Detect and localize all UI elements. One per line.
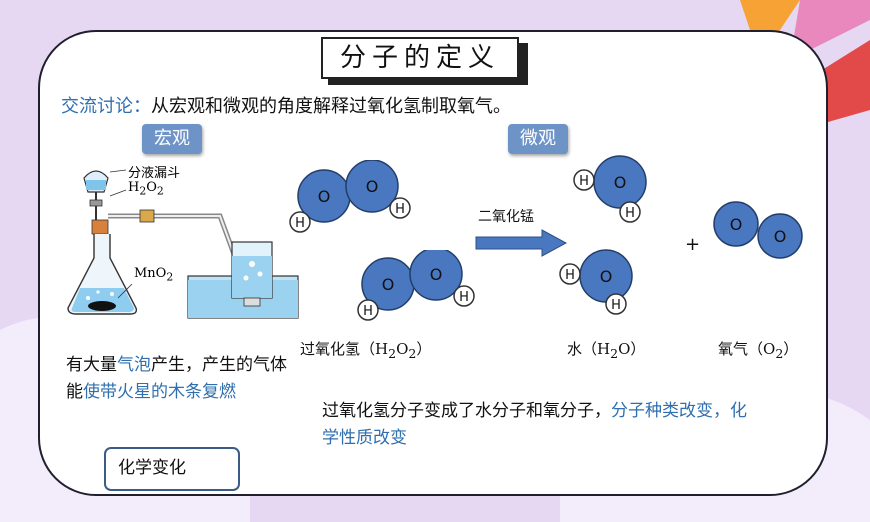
water-molecule-1: O H H [573, 155, 647, 223]
hydrogen-symbol: H [395, 202, 405, 217]
discussion-question: 交流讨论：从宏观和微观的角度解释过氧化氢制取氧气。 [61, 92, 511, 118]
oxygen-atom [757, 213, 803, 259]
chemical-change-box: 化学变化 [104, 447, 240, 491]
funnel-label: 分液漏斗 [128, 166, 181, 181]
hydrogen-atom [289, 211, 311, 233]
hydrogen-symbol: H [625, 206, 635, 221]
catalyst-label: 二氧化锰 [478, 209, 534, 225]
question-prefix: 交流讨论： [61, 96, 151, 117]
micro-explanation-text: 过氧化氢分子变成了水分子和氧分子，分子种类改变，化学性质改变 [322, 401, 747, 448]
oxygen-symbol: O [318, 187, 331, 206]
h2o2-label: H2O2 [128, 180, 164, 198]
hydrogen-symbol: H [363, 304, 373, 319]
hydrogen-symbol: H [565, 268, 575, 283]
oxygen-atom [409, 250, 463, 301]
hydrogen-atom [389, 197, 411, 219]
oxygen-symbol: O [774, 227, 787, 246]
micro-label: 微观 [508, 124, 568, 154]
water-molecule-2: O H H [559, 249, 633, 315]
oxygen-atom [713, 201, 759, 247]
h2o2-molecule-2: O O H H [357, 250, 475, 321]
h2o2-molecule-1: O O H H [289, 160, 411, 233]
hydrogen-atom [573, 169, 595, 191]
water-name-label: 水（H2O） [567, 340, 646, 361]
hydrogen-symbol: H [459, 290, 469, 305]
hydrogen-symbol: H [295, 216, 305, 231]
hydrogen-atom [453, 285, 475, 307]
oxygen-symbol: O [600, 267, 613, 286]
oxygen-atom [345, 160, 399, 213]
hydrogen-atom [357, 299, 379, 321]
oxygen-symbol: O [430, 265, 443, 284]
macro-label: 宏观 [142, 124, 202, 154]
oxygen-symbol: O [614, 173, 627, 192]
oxygen-generation-apparatus [67, 169, 299, 319]
hydrogen-atom [619, 201, 641, 223]
hydrogen-symbol: H [611, 298, 621, 313]
oxygen-symbol: O [382, 275, 395, 294]
question-text: 从宏观和微观的角度解释过氧化氢制取氧气。 [151, 96, 511, 117]
oxygen-molecule: O O [713, 201, 803, 259]
mno2-label: MnO2 [134, 266, 174, 284]
hydrogen-symbol: H [579, 174, 589, 189]
oxygen-symbol: O [366, 177, 379, 196]
plus-sign: + [685, 234, 701, 255]
macro-observation-text: 有大量气泡产生，产生的气体能使带火星的木条复燃 [66, 355, 287, 402]
h2o2-name-label: 过氧化氢（H2O2） [300, 340, 432, 361]
oxygen-name-label: 氧气（O2） [718, 340, 799, 361]
reaction-arrow [475, 229, 568, 257]
oxygen-symbol: O [730, 215, 743, 234]
page-title: 分子的定义 [321, 37, 519, 79]
hydrogen-atom [605, 293, 627, 315]
hydrogen-atom [559, 263, 581, 285]
